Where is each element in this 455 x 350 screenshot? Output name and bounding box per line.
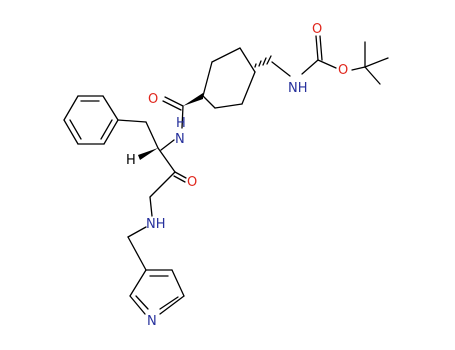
bond-cketone-ch2 — [149, 171, 176, 198]
hash-2 — [258, 60, 262, 67]
hashed-bond-cyclohexane-ch2 — [254, 55, 272, 68]
bond-py-inner-3 — [135, 295, 149, 310]
bond-ph-inner-3 — [100, 119, 113, 140]
cyclohexane-ring — [202, 47, 256, 109]
bond-n-ch2 — [271, 61, 291, 77]
ketone-amine-chain — [127, 147, 187, 271]
wedge-bond-ring-amide — [183, 93, 203, 106]
bond-ring-2 — [241, 71, 256, 105]
atom-label-stereo-h: H — [126, 153, 136, 168]
bond-py-3 — [159, 295, 185, 315]
atom-label-amide-o: O — [148, 92, 158, 107]
bond-tbu-me3 — [364, 66, 381, 85]
bond-amide-c-o-a — [164, 96, 184, 107]
wedge-bond-stereo-h — [138, 148, 158, 160]
hash-4 — [266, 55, 272, 65]
hash-3 — [262, 57, 267, 66]
atom-label-amide-n: N — [175, 132, 185, 147]
phenyl-ring — [63, 95, 119, 145]
bond-amide-c-o-b — [162, 100, 182, 111]
carbamate-group — [271, 35, 337, 77]
bond-ph-inner-2 — [69, 119, 82, 140]
bond-c-n-carbamate — [301, 59, 319, 75]
pyridine-ring — [129, 269, 185, 315]
bond-ring-3 — [214, 103, 243, 109]
bond-ch2-nh — [149, 196, 153, 217]
bond-ch2-ph — [117, 119, 147, 123]
bond-ring-6 — [211, 47, 241, 63]
bond-tbu-o — [351, 66, 366, 71]
bond-py-inner-2 — [159, 296, 179, 310]
benzyl-group — [117, 119, 159, 149]
bond-o-c-carbamate — [317, 59, 337, 69]
bond-ketone-o-a — [174, 171, 187, 179]
bond-ring-5 — [202, 61, 213, 97]
bond-nh-ch2 — [127, 226, 147, 238]
bond-py-5 — [129, 269, 147, 297]
bond-ketone-o-b — [173, 175, 186, 183]
bond-ring-4 — [202, 95, 216, 109]
bond-ch2-pyridine — [127, 236, 147, 271]
bond-calpha-ch2 — [145, 121, 159, 149]
bond-ph-1 — [102, 95, 119, 121]
bond-c-o-double-a — [315, 35, 319, 61]
atom-label-pyridine-n: N — [147, 314, 157, 329]
atom-label-amide-h: H — [176, 116, 186, 131]
atom-label-ester-o: O — [338, 63, 348, 78]
bond-ph-4 — [63, 119, 79, 145]
bond-ph-6 — [103, 119, 119, 145]
atom-label-carbamate-o: O — [312, 22, 322, 37]
bond-c-o-double-b — [319, 35, 323, 61]
amide-group — [160, 96, 184, 151]
bond-amide-c-n — [181, 105, 184, 129]
atom-label-carbamate-nh: NH — [288, 81, 308, 96]
bond-ph-3 — [63, 95, 79, 121]
bond-tbu-me1 — [364, 57, 389, 68]
bond-py-2 — [171, 269, 185, 297]
hash-1 — [254, 63, 257, 68]
atom-label-ketone-o: O — [187, 175, 197, 190]
tert-butyl-group — [351, 41, 389, 85]
bond-ring-1 — [239, 47, 256, 73]
bond-n-calpha — [160, 139, 175, 151]
bond-calpha-cketone — [157, 147, 176, 173]
atom-label-amine-nh: NH — [146, 217, 166, 232]
bond-py-4 — [129, 295, 146, 315]
